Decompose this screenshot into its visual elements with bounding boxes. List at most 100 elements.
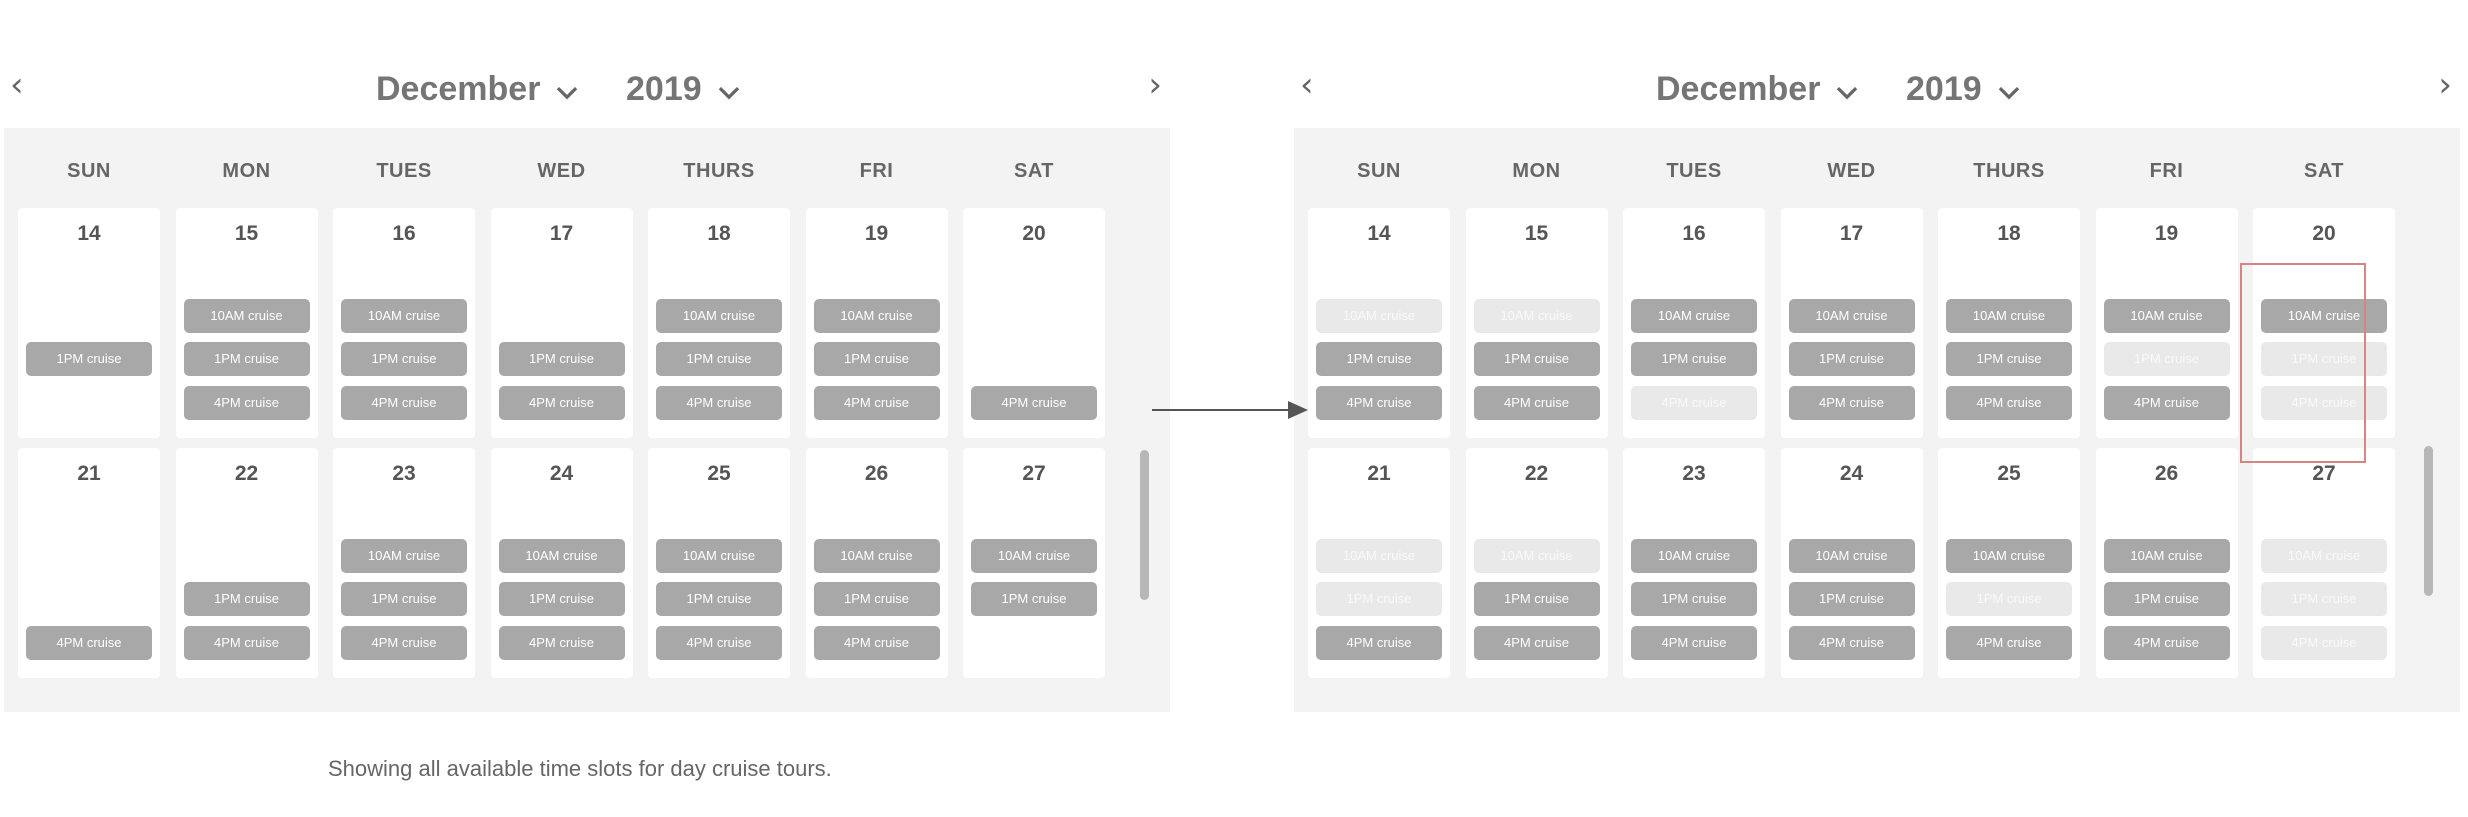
time-slot-button: 4PM cruise	[1631, 386, 1757, 420]
weekday-sat: SAT	[2303, 160, 2344, 182]
time-slot-button[interactable]: 4PM cruise	[341, 626, 467, 660]
time-slot-button[interactable]: 4PM cruise	[498, 626, 625, 660]
time-slot-button[interactable]: 4PM cruise	[1316, 626, 1442, 660]
time-slot-button[interactable]: 4PM cruise	[341, 386, 467, 420]
time-slot-button[interactable]: 4PM cruise	[2103, 626, 2230, 660]
time-slot-button[interactable]: 1PM cruise	[1473, 582, 1600, 616]
time-slot-button[interactable]: 4PM cruise	[1473, 386, 1600, 420]
time-slot-button[interactable]: 1PM cruise	[1788, 342, 1915, 376]
weekday-thurs: THURS	[1973, 160, 2045, 182]
time-slot-button[interactable]: 10AM cruise	[1788, 299, 1915, 333]
time-slot-button[interactable]: 1PM cruise	[498, 582, 625, 616]
time-slot-button[interactable]: 1PM cruise	[183, 342, 310, 376]
time-slot-button[interactable]: 10AM cruise	[1631, 539, 1757, 573]
time-slot-button[interactable]: 10AM cruise	[1788, 539, 1915, 573]
time-slot-button[interactable]: 4PM cruise	[1788, 386, 1915, 420]
time-slot-button[interactable]: 1PM cruise	[1473, 342, 1600, 376]
time-slot-button[interactable]: 4PM cruise	[2103, 386, 2230, 420]
time-slot-button[interactable]: 10AM cruise	[1631, 299, 1757, 333]
time-slot-button[interactable]: 10AM cruise	[813, 299, 940, 333]
time-slot-button[interactable]: 4PM cruise	[26, 626, 152, 660]
chevron-right-icon[interactable]: ›	[1148, 65, 1162, 105]
weekday-tues: TUES	[1666, 160, 1722, 182]
time-slot-button[interactable]: 4PM cruise	[1316, 386, 1442, 420]
time-slot-button[interactable]: 10AM cruise	[341, 299, 467, 333]
calendar-header: ‹ December 2019 ›	[1294, 60, 2460, 128]
time-slot-button[interactable]: 10AM cruise	[2261, 299, 2387, 333]
time-slot-button[interactable]: 1PM cruise	[1788, 582, 1915, 616]
time-slot-button[interactable]: 1PM cruise	[656, 582, 782, 616]
day-number: 27	[1022, 462, 1046, 485]
time-slot-button[interactable]: 1PM cruise	[341, 582, 467, 616]
time-slot-button[interactable]: 10AM cruise	[971, 539, 1097, 573]
time-slot-button[interactable]: 1PM cruise	[498, 342, 625, 376]
time-slot-button[interactable]: 4PM cruise	[1788, 626, 1915, 660]
year-select[interactable]: 2019	[1906, 70, 2022, 109]
chevron-down-icon	[1837, 86, 1858, 99]
time-slot-button[interactable]: 1PM cruise	[813, 582, 940, 616]
time-slot-button: 10AM cruise	[2261, 539, 2387, 573]
time-slot-button[interactable]: 1PM cruise	[1316, 342, 1442, 376]
time-slot-button[interactable]: 1PM cruise	[1946, 342, 2072, 376]
time-slot-button[interactable]: 1PM cruise	[341, 342, 467, 376]
time-slot-button[interactable]: 1PM cruise	[26, 342, 152, 376]
time-slot-button: 1PM cruise	[1946, 582, 2072, 616]
time-slot-button[interactable]: 1PM cruise	[813, 342, 940, 376]
time-slot-button[interactable]: 10AM cruise	[2103, 539, 2230, 573]
day-cell: 21 4PM cruise	[18, 448, 160, 678]
time-slot-button[interactable]: 4PM cruise	[813, 386, 940, 420]
time-slot-button[interactable]: 1PM cruise	[1631, 582, 1757, 616]
time-slot-button[interactable]: 10AM cruise	[656, 299, 782, 333]
time-slot-button: 4PM cruise	[2261, 386, 2387, 420]
month-select[interactable]: December	[1656, 70, 1860, 109]
time-slot-button[interactable]: 4PM cruise	[1946, 626, 2072, 660]
time-slot-button[interactable]: 1PM cruise	[1631, 342, 1757, 376]
scrollbar[interactable]	[1140, 450, 1149, 600]
day-number: 23	[392, 462, 416, 485]
time-slot-button[interactable]: 4PM cruise	[1946, 386, 2072, 420]
day-number: 15	[1524, 222, 1549, 245]
scrollbar[interactable]	[2424, 446, 2433, 596]
time-slot-button[interactable]: 10AM cruise	[1946, 299, 2072, 333]
chevron-left-icon[interactable]: ‹	[10, 65, 24, 105]
chevron-right-icon[interactable]: ›	[2438, 65, 2452, 105]
time-slot-button[interactable]: 4PM cruise	[183, 386, 310, 420]
time-slot-button[interactable]: 4PM cruise	[813, 626, 940, 660]
month-select[interactable]: December	[376, 70, 580, 109]
chevron-left-icon[interactable]: ‹	[1300, 65, 1314, 105]
day-cell: 23 10AM cruise 1PM cruise 4PM cruise	[333, 448, 475, 678]
time-slot-button[interactable]: 10AM cruise	[1946, 539, 2072, 573]
day-number: 15	[234, 222, 259, 245]
time-slot-button[interactable]: 10AM cruise	[656, 539, 782, 573]
time-slot-button[interactable]: 1PM cruise	[2103, 582, 2230, 616]
time-slot-button[interactable]: 1PM cruise	[183, 582, 310, 616]
time-slot-button[interactable]: 10AM cruise	[813, 539, 940, 573]
time-slot-button[interactable]: 10AM cruise	[183, 299, 310, 333]
time-slot-button[interactable]: 4PM cruise	[971, 386, 1097, 420]
time-slot-button[interactable]: 1PM cruise	[971, 582, 1097, 616]
time-slot-button[interactable]: 4PM cruise	[498, 386, 625, 420]
time-slot-button[interactable]: 4PM cruise	[183, 626, 310, 660]
day-number: 20	[2312, 222, 2336, 245]
time-slot-button[interactable]: 4PM cruise	[656, 626, 782, 660]
day-number: 21	[77, 462, 101, 485]
time-slot-button: 10AM cruise	[1473, 539, 1600, 573]
chevron-down-icon	[718, 86, 739, 99]
time-slot-button: 1PM cruise	[2103, 342, 2230, 376]
time-slot-button[interactable]: 4PM cruise	[1631, 626, 1757, 660]
time-slot-button[interactable]: 4PM cruise	[1473, 626, 1600, 660]
weekday-sun: SUN	[1357, 160, 1401, 182]
time-slot-button[interactable]: 10AM cruise	[498, 539, 625, 573]
time-slot-button[interactable]: 10AM cruise	[341, 539, 467, 573]
time-slot-button[interactable]: 4PM cruise	[656, 386, 782, 420]
time-slot-button[interactable]: 10AM cruise	[2103, 299, 2230, 333]
year-select[interactable]: 2019	[626, 70, 742, 109]
time-slot-button[interactable]: 1PM cruise	[656, 342, 782, 376]
